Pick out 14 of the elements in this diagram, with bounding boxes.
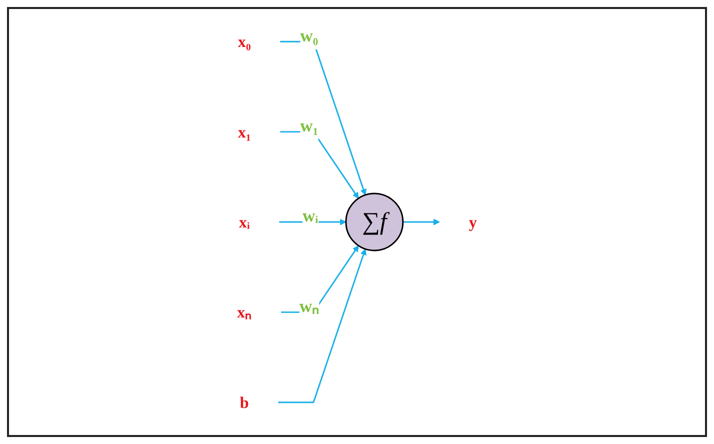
edge-label: wᵢ bbox=[302, 206, 318, 226]
node-text: xₙ bbox=[237, 303, 252, 322]
arrow bbox=[402, 218, 440, 226]
node-text: x₀ bbox=[238, 32, 251, 51]
node-text: x₁ bbox=[238, 122, 251, 141]
arrow bbox=[280, 40, 366, 196]
edge-label: w₀ bbox=[300, 26, 318, 46]
edge-label: w₁ bbox=[300, 116, 318, 136]
node-circle: ∑f bbox=[345, 192, 404, 252]
node-text: y bbox=[468, 212, 477, 232]
edge-label: wₙ bbox=[299, 297, 320, 316]
node-text: b bbox=[240, 393, 249, 412]
node-text: xᵢ bbox=[238, 212, 250, 232]
arrow bbox=[278, 248, 366, 404]
